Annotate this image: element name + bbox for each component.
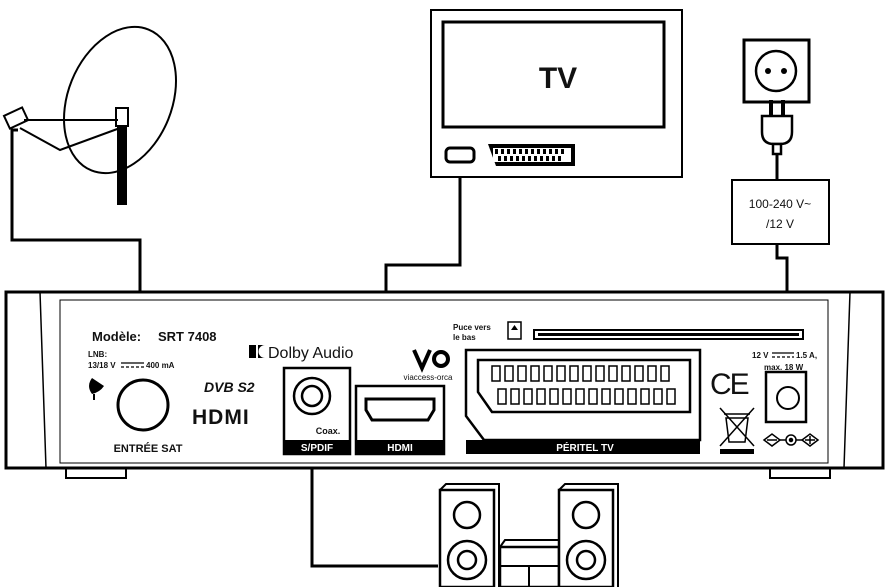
tv-label: TV [539, 62, 577, 95]
small-dish-icon [89, 378, 104, 400]
scart-port [464, 348, 702, 454]
dc-symbol-icon [121, 362, 144, 368]
power-max: max. 18 W [764, 363, 804, 372]
tv-scart-port [488, 144, 575, 166]
card-orientation-icon [507, 321, 522, 340]
model-value: SRT 7408 [158, 329, 217, 344]
tv-icon: TV [430, 9, 683, 178]
hdmi-port-label: HDMI [387, 443, 413, 454]
weee-bin-icon [719, 407, 755, 454]
smart-card-slot [533, 329, 804, 340]
coax-label: Coax. [316, 426, 341, 436]
satellite-dish-icon [2, 25, 177, 205]
hdmi-logo: HDMI [192, 406, 250, 429]
spdif-port [282, 366, 352, 456]
viaccess-text: viaccess-orca [404, 373, 453, 382]
lnb-current: 400 mA [146, 361, 175, 370]
adapter-voltage-line1: 100-240 V~ [749, 197, 811, 211]
lnb-label: LNB: [88, 350, 107, 359]
hdmi-port [354, 384, 446, 456]
dolby-logo-icon [249, 345, 265, 358]
ce-mark: CE [710, 368, 749, 401]
power-input-port [764, 370, 808, 424]
hifi-system-icon [438, 483, 619, 587]
sat-input-label: ENTRÉE SAT [114, 442, 183, 455]
sat-input-port [116, 378, 170, 432]
power-plug-icon [760, 100, 794, 156]
dvb-s2-logo: DVB S2 [204, 379, 255, 395]
power-current: 1.5 A, [796, 351, 817, 360]
lnb-voltage: 13/18 V [88, 361, 116, 370]
dolby-text: Dolby Audio [268, 345, 353, 362]
card-instruction-line1: Puce vers [453, 323, 491, 332]
power-voltage: 12 V [752, 351, 769, 360]
power-adapter-icon: 100-240 V~ /12 V [731, 179, 830, 245]
card-instruction-line2: le bas [453, 333, 476, 342]
adapter-voltage-line2: /12 V [766, 217, 794, 231]
spdif-label: S/PDIF [301, 443, 333, 454]
dc-symbol-power-icon [772, 352, 794, 358]
model-label: Modèle: [92, 329, 141, 344]
wall-socket-icon [742, 38, 811, 104]
tv-hdmi-port [444, 146, 476, 164]
scart-label: PÉRITEL TV [556, 441, 614, 454]
polarity-symbol-icon [762, 433, 820, 447]
viaccess-logo-icon [412, 349, 450, 373]
